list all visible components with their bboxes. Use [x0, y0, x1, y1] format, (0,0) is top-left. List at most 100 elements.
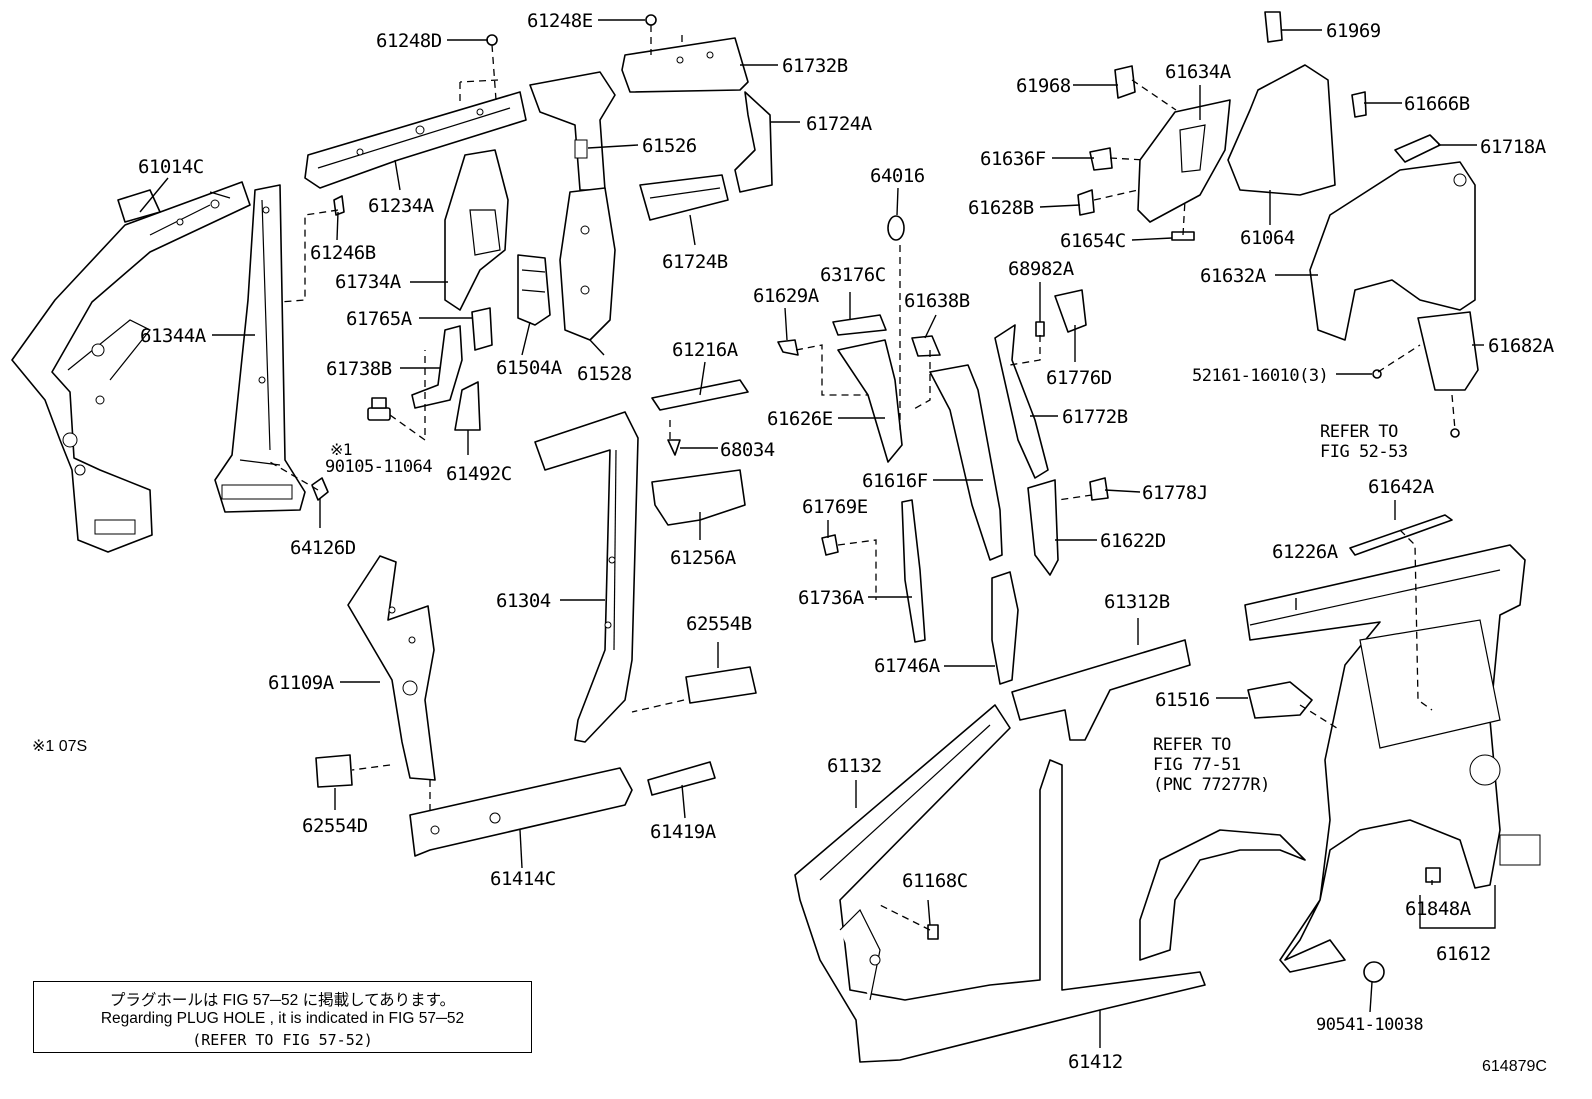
label-61765A: 61765A	[346, 308, 413, 330]
part-61304-center-pillar	[534, 411, 639, 743]
label-61626E: 61626E	[767, 408, 833, 430]
label-61629A: 61629A	[753, 285, 820, 307]
part-77277R-inner-wheelhouse	[1139, 829, 1306, 961]
part-61168C	[927, 924, 939, 940]
label-61246B: 61246B	[310, 242, 376, 264]
part-68982A	[1035, 321, 1045, 337]
label-61526: 61526	[642, 135, 697, 157]
part-61622D	[1027, 479, 1059, 576]
label-61612: 61612	[1436, 943, 1491, 965]
label-refer-52-53-line2: FIG 52-53	[1320, 442, 1408, 462]
label-61772B: 61772B	[1062, 406, 1128, 428]
part-62554B-pad	[685, 666, 757, 704]
label-61616F: 61616F	[862, 470, 928, 492]
label-90541-10038: 90541-10038	[1316, 1015, 1423, 1035]
part-61682A	[1417, 311, 1479, 391]
label-61732B: 61732B	[782, 55, 848, 77]
label-61682A: 61682A	[1488, 335, 1555, 357]
part-63176C	[832, 314, 887, 336]
label-61216A: 61216A	[672, 339, 739, 361]
label-61304: 61304	[496, 590, 551, 612]
part-61616F	[929, 364, 1003, 561]
label-refer-77-51-line1: REFER TO	[1153, 735, 1231, 755]
label-90105-11064: 90105-11064	[325, 457, 432, 477]
label-61312B: 61312B	[1104, 591, 1170, 613]
part-61736A	[901, 499, 926, 643]
part-61769E	[821, 534, 839, 556]
part-61772B	[994, 324, 1049, 479]
label-61256A: 61256A	[670, 547, 737, 569]
figure-code: 614879C	[1482, 1058, 1547, 1075]
label-61636F: 61636F	[980, 148, 1046, 170]
part-61724A	[734, 91, 773, 193]
label-61226A: 61226A	[1272, 541, 1339, 563]
label-62554B: 62554B	[686, 613, 752, 635]
label-61248D: 61248D	[376, 30, 442, 52]
label-61014C: 61014C	[138, 156, 204, 178]
part-61248D	[486, 34, 498, 46]
label-61848A: 61848A	[1405, 898, 1472, 920]
label-61724A: 61724A	[806, 113, 873, 135]
label-61132: 61132	[827, 755, 882, 777]
part-61256A	[651, 469, 746, 526]
part-61528	[559, 187, 616, 341]
label-61344A: 61344A	[140, 325, 207, 347]
part-61246B-clip	[333, 195, 345, 216]
label-61968: 61968	[1016, 75, 1071, 97]
label-61734A: 61734A	[335, 271, 402, 293]
dashed-lines	[269, 25, 1456, 931]
label-61638B: 61638B	[904, 290, 970, 312]
label-61736A: 61736A	[798, 587, 865, 609]
part-61634A	[1137, 99, 1231, 223]
part-61718A	[1394, 134, 1441, 163]
label-61738B: 61738B	[326, 358, 392, 380]
label-61414C: 61414C	[490, 868, 556, 890]
part-61626E	[837, 339, 903, 463]
part-61968	[1114, 65, 1136, 99]
part-refer-pin	[1450, 428, 1460, 438]
label-61634A: 61634A	[1165, 61, 1232, 83]
label-62554D: 62554D	[302, 815, 368, 837]
label-61248E: 61248E	[527, 10, 593, 32]
part-61848A	[1425, 867, 1441, 883]
note-japanese: プラグホールは FIG 57─52 に掲載してあります。	[109, 992, 456, 1009]
part-61064	[1227, 64, 1336, 196]
label-refer-77-51-line3: (PNC 77277R)	[1153, 775, 1270, 795]
part-61504A	[517, 254, 551, 326]
part-61014C-pillar	[11, 181, 251, 553]
label-61064: 61064	[1240, 227, 1295, 249]
label-61724B: 61724B	[662, 251, 728, 273]
plug-hole-note: プラグホールは FIG 57─52 に掲載してあります。 Regarding P…	[33, 981, 532, 1053]
part-61492C	[454, 381, 481, 431]
part-61778J	[1089, 477, 1109, 501]
part-61629A	[777, 339, 799, 356]
note-english: Regarding PLUG HOLE , it is indicated in…	[100, 1010, 465, 1027]
label-61778J: 61778J	[1142, 482, 1208, 504]
part-61526	[529, 71, 616, 191]
label-note1-mark: ※1	[330, 440, 352, 459]
part-61516	[1247, 681, 1313, 719]
part-61344A-pillar	[214, 184, 306, 513]
label-61412: 61412	[1068, 1051, 1123, 1073]
part-61628B	[1077, 189, 1095, 216]
part-61776D	[1054, 289, 1087, 333]
part-61632A-wheelhouse	[1309, 161, 1476, 341]
part-labels: 61248D 61248E 61732B 61014C 61234A 61526…	[138, 10, 1555, 1073]
part-62554D-pad	[315, 754, 353, 788]
part-68034	[667, 439, 681, 456]
part-61734A	[444, 149, 509, 311]
label-61234A: 61234A	[368, 195, 435, 217]
label-61528: 61528	[577, 363, 632, 385]
part-61612-quarter-panel	[1244, 544, 1541, 973]
part-90541-10038-plug	[1363, 961, 1385, 983]
part-61312B	[1011, 639, 1191, 741]
part-61642A	[1349, 514, 1453, 556]
part-61132-61412-body-side	[794, 704, 1206, 1063]
label-68982A: 68982A	[1008, 258, 1075, 280]
part-61636F	[1089, 147, 1113, 171]
part-61248E	[645, 14, 657, 26]
part-64016	[887, 215, 905, 241]
part-61969	[1264, 11, 1283, 43]
footnote: ※1 07S	[32, 738, 88, 755]
label-61516: 61516	[1155, 689, 1210, 711]
